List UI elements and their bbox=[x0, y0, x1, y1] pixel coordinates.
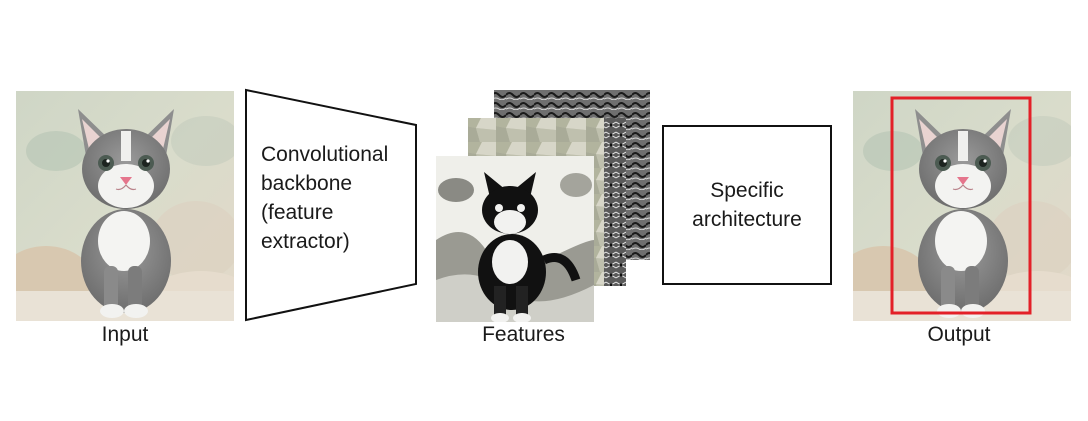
backbone-line-2: backbone bbox=[261, 172, 353, 195]
detection-bounding-box bbox=[890, 96, 1032, 315]
input-caption: Input bbox=[101, 323, 149, 346]
backbone-line-3: (feature bbox=[261, 201, 334, 224]
feature-map-stack bbox=[436, 90, 650, 322]
backbone-trapezoid bbox=[245, 88, 417, 322]
backbone-line-4: extractor) bbox=[261, 230, 350, 253]
architecture-line-2: architecture bbox=[692, 208, 802, 231]
architecture-box: Specific architecture bbox=[662, 125, 832, 285]
features-caption: Features bbox=[482, 323, 565, 346]
input-image bbox=[16, 91, 234, 321]
architecture-line-1: Specific bbox=[710, 179, 784, 202]
output-caption: Output bbox=[927, 323, 991, 346]
output-image bbox=[853, 91, 1071, 321]
backbone-line-1: Convolutional bbox=[261, 143, 389, 166]
backbone-label: Convolutional backbone (feature extracto… bbox=[261, 140, 421, 256]
